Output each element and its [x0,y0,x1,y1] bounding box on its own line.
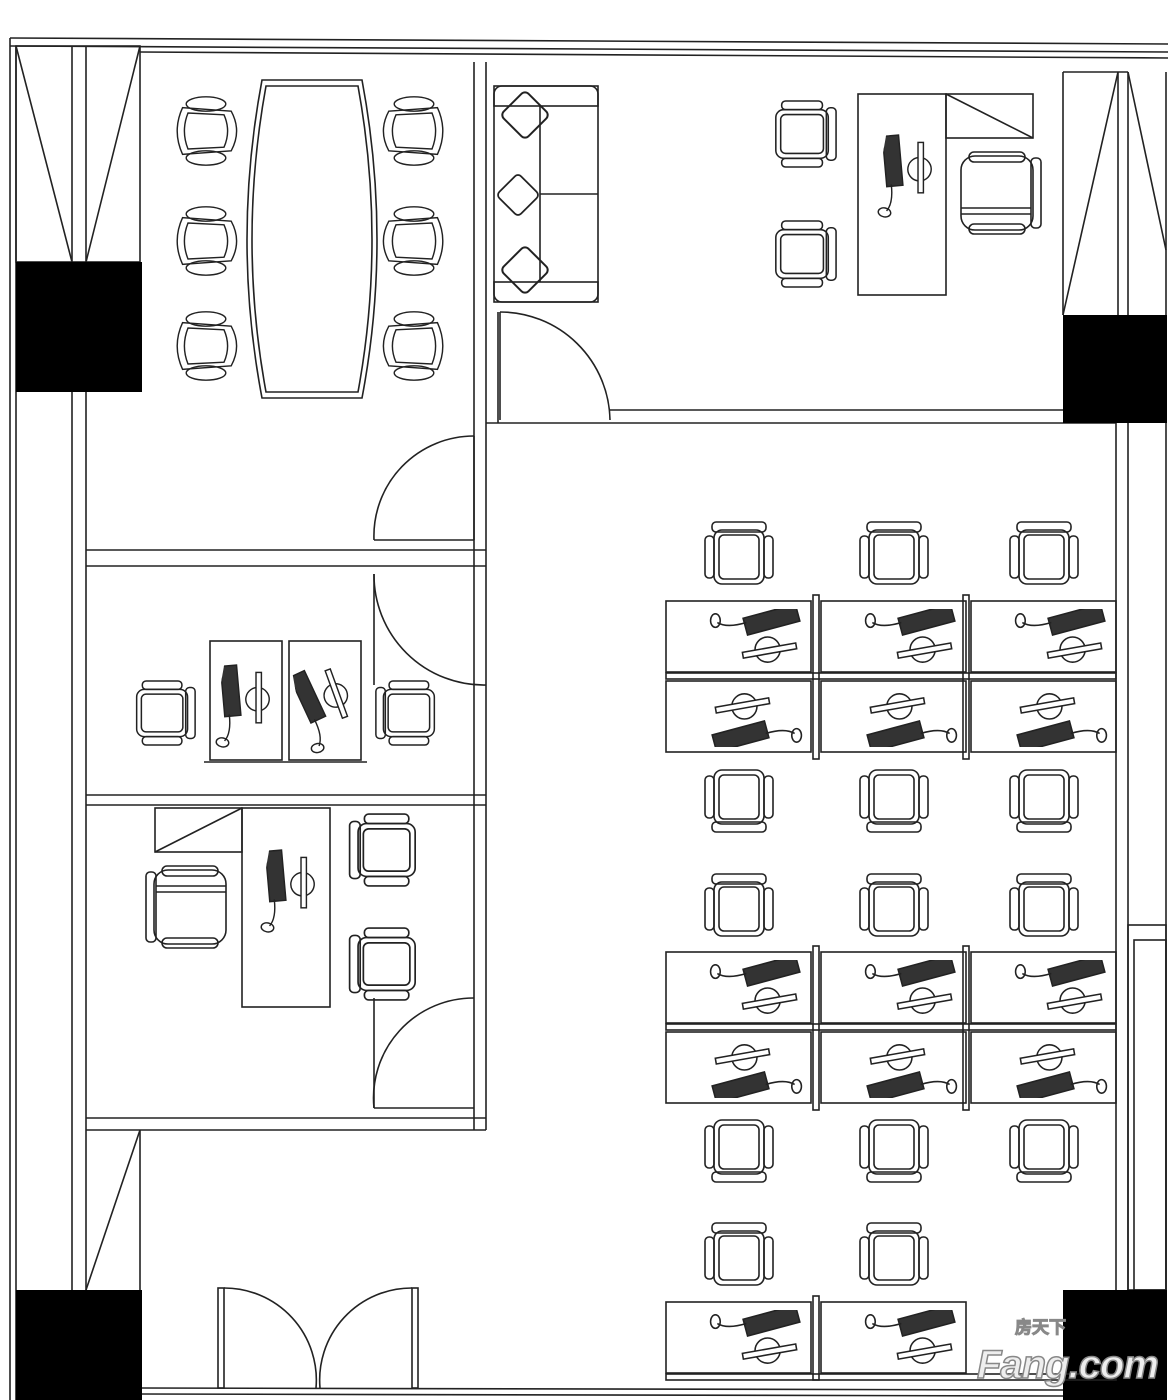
computer-icon [254,846,320,940]
workstation-chair [859,769,929,833]
partition [962,594,970,760]
computer-icon [1016,693,1108,747]
workstation-desk [665,1301,812,1374]
workstation-desk [970,600,1117,673]
guest-chair [348,927,417,1001]
conference-chair [176,311,238,381]
computer-icon [1014,609,1106,663]
workstation-desk [820,680,967,753]
credenza [154,807,243,853]
computer-icon [866,1044,958,1098]
workstation-chair [1009,1119,1079,1183]
conference-table-inner [251,85,373,393]
pillar [16,262,142,392]
workstation-desk [665,680,812,753]
workstation-chair [1009,873,1079,937]
computer-icon [871,131,937,225]
workstation-chair [1009,521,1079,585]
workstation-chair [859,1222,929,1286]
conference-chair [176,96,238,166]
partition [665,672,1117,680]
chair [135,680,196,746]
guest-chair [775,220,837,288]
workstation-chair [704,769,774,833]
pillow-icon [496,172,540,218]
workstation-chair [704,521,774,585]
partition [665,1023,1117,1031]
computer-icon [1014,960,1106,1014]
pillar [1063,1290,1167,1400]
executive-chair [960,151,1042,235]
computer-icon [291,663,358,756]
computer-icon [709,1310,801,1364]
workstation-desk [970,951,1117,1024]
conference-chair [382,311,444,381]
desk [209,640,283,761]
computer-icon [709,609,801,663]
manager-desk [857,93,947,296]
workstation-chair [704,1119,774,1183]
workstation-chair [859,873,929,937]
sofa [493,85,599,303]
walls [9,37,1169,1400]
conference-chair [176,206,238,276]
workstation-desk [820,1301,967,1374]
workstation-chair [1009,769,1079,833]
desk [288,640,362,761]
watermark-chinese: 房天下 [1015,1318,1067,1339]
chair [375,680,436,746]
workstation-chair [859,1119,929,1183]
guest-chair [348,813,417,887]
computer-icon [711,1044,803,1098]
executive-chair [145,865,227,949]
pillar [1063,315,1167,423]
workstation-chair [704,1222,774,1286]
conference-chair [382,206,444,276]
conference-table [246,79,378,399]
conference-chair [382,96,444,166]
doors [217,311,611,1389]
computer-icon [864,1310,956,1364]
pillow-icon [500,245,550,295]
partition [812,594,820,760]
computer-icon [866,693,958,747]
pillar [16,1290,142,1400]
workstation-desk [665,1031,812,1104]
workstation-desk [970,1031,1117,1104]
workstation-desk [665,951,812,1024]
guest-chair [775,100,837,168]
computer-icon [209,661,275,755]
watermark-logo: 房天下 Fang.com [975,1318,1170,1394]
partition [812,945,820,1111]
computer-icon [709,960,801,1014]
workstation-desk [820,951,967,1024]
partition [665,1373,1117,1381]
partition [812,1295,820,1381]
pillow-icon [500,90,550,140]
credenza [945,93,1034,139]
watermark-brand: Fang.com [976,1342,1159,1388]
computer-icon [864,609,956,663]
workstation-desk [665,600,812,673]
workstation-desk [820,600,967,673]
computer-icon [711,693,803,747]
workstation-chair [704,873,774,937]
workstation-desk [820,1031,967,1104]
workstation-chair [859,521,929,585]
manager-desk [241,807,331,1008]
workstation-desk [970,680,1117,753]
pillars [16,262,1167,1400]
partition [962,945,970,1111]
computer-icon [1016,1044,1108,1098]
computer-icon [864,960,956,1014]
